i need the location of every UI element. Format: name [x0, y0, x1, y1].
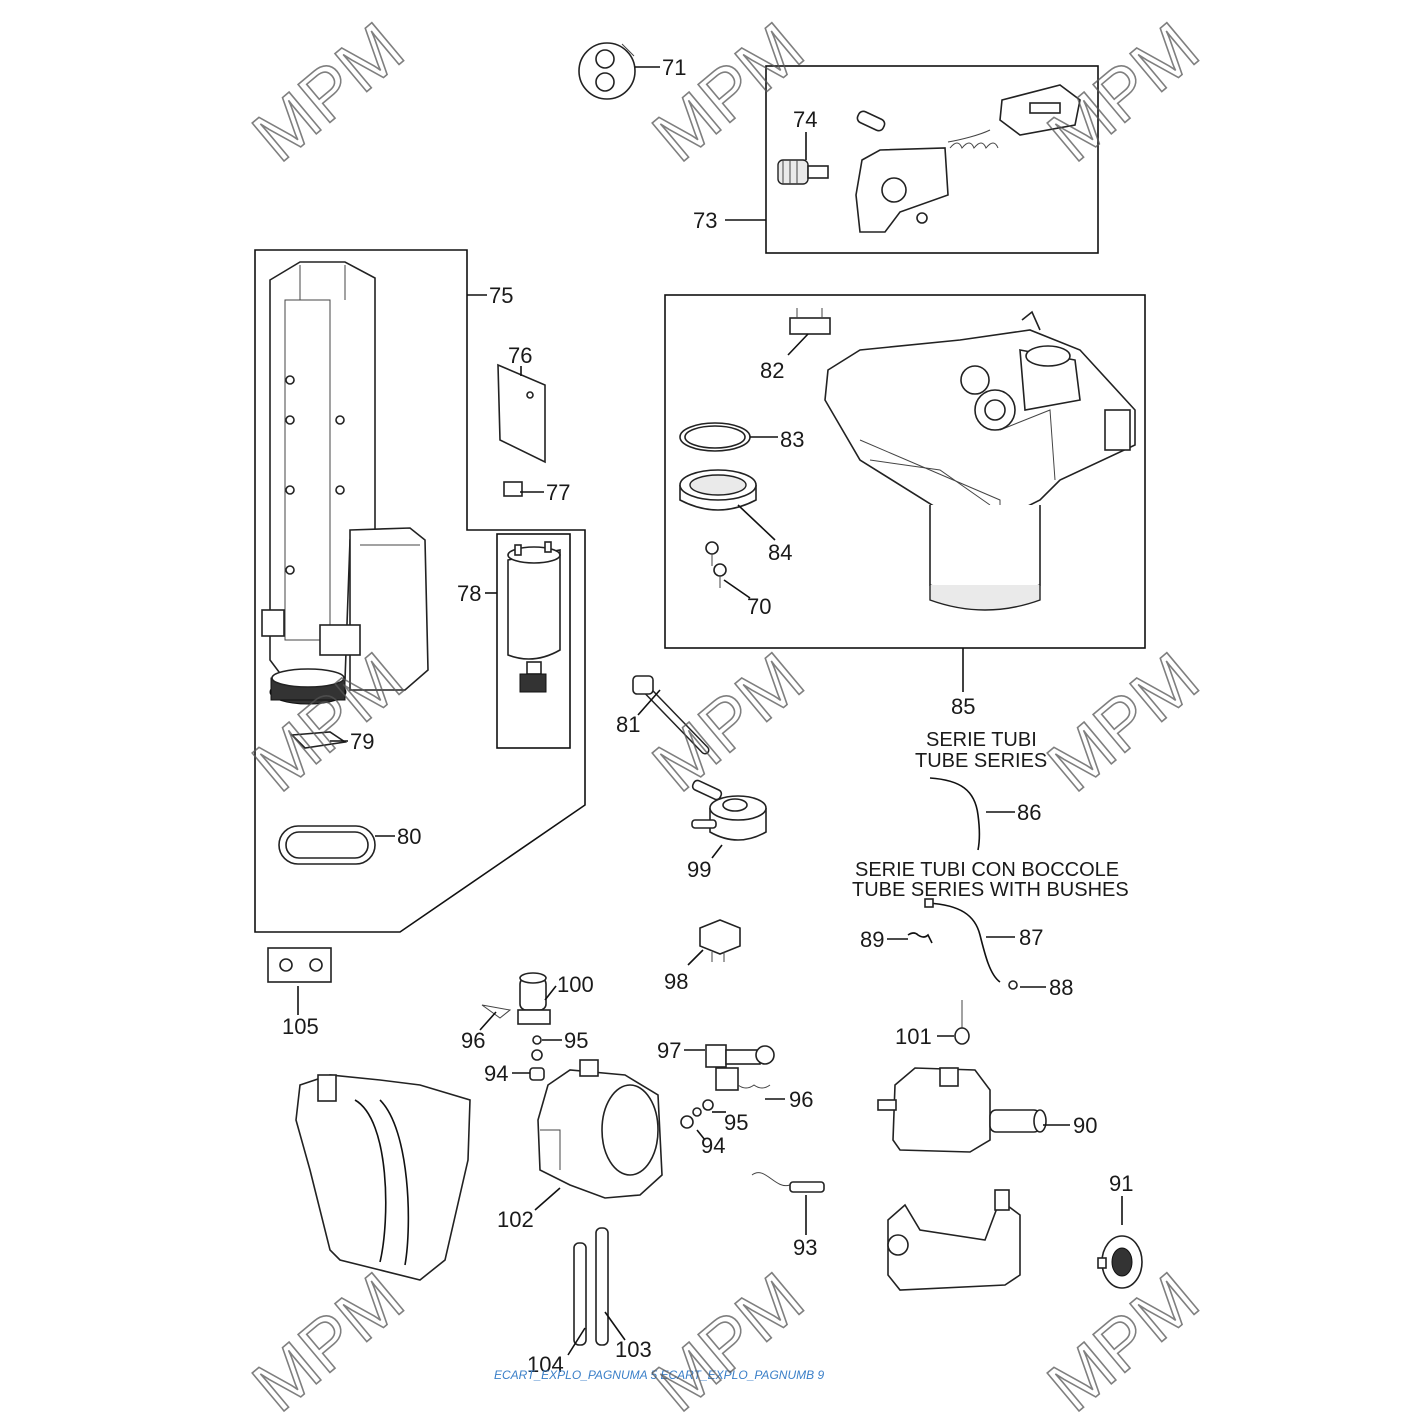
label-part-90: 90: [1073, 1113, 1097, 1138]
part-99-valve: [691, 779, 767, 841]
part-96a-pin: [481, 1004, 512, 1019]
part-90-pump: [877, 1067, 1047, 1153]
part-95-94-seals-right: [680, 1099, 714, 1129]
label-part-73: 73: [693, 208, 717, 233]
label-part-95-right: 95: [724, 1110, 748, 1135]
label-part-96-right: 96: [789, 1087, 813, 1112]
label-part-87: 87: [1019, 925, 1043, 950]
label-part-85: 85: [951, 694, 975, 719]
label-part-76: 76: [508, 343, 532, 368]
label-part-89: 89: [860, 927, 884, 952]
label-part-94-left: 94: [484, 1061, 508, 1086]
part-74-knob: [777, 159, 829, 185]
label-part-93: 93: [793, 1235, 817, 1260]
part-85-brew-unit: [824, 310, 1136, 611]
label-serie-tubi: SERIE TUBI: [926, 729, 1037, 751]
label-part-78: 78: [457, 581, 481, 606]
watermark-mpm: MPM: [238, 1258, 418, 1422]
watermark-mpm: MPM: [1033, 638, 1213, 807]
label-part-94-right: 94: [701, 1133, 725, 1158]
label-part-79: 79: [350, 729, 374, 754]
part-91-knob: [1097, 1235, 1143, 1289]
watermark-mpm: MPM: [638, 638, 818, 807]
part-103-104-tubes: [573, 1227, 609, 1346]
label-part-77: 77: [546, 480, 570, 505]
part-79-clip: [290, 731, 348, 749]
part-95-94-seals-left: [529, 1035, 545, 1081]
part-97-valve: [705, 1044, 775, 1091]
label-part-99: 99: [687, 857, 711, 882]
part-98-clip: [699, 919, 741, 962]
part-73-lever-assembly: [855, 84, 1081, 233]
label-part-70: 70: [747, 594, 771, 619]
label-part-103: 103: [615, 1337, 652, 1362]
label-part-86: 86: [1017, 800, 1041, 825]
part-88-washer: [1008, 980, 1018, 990]
box-motor-78: [496, 533, 571, 749]
footer-page-reference: ECART_EXPLO_PAGNUMA 5 ECART_EXPLO_PAGNUM…: [494, 1368, 824, 1382]
part-70-screws: [705, 541, 727, 588]
label-part-98: 98: [664, 969, 688, 994]
part-tank-holder: [295, 1074, 471, 1281]
label-part-96-left: 96: [461, 1028, 485, 1053]
label-part-100: 100: [557, 972, 594, 997]
part-84-filter: [679, 469, 757, 511]
part-75-grinder-housing: [261, 261, 429, 705]
part-77-clip: [503, 481, 523, 497]
part-93-sensor: [751, 1172, 825, 1193]
part-71-disc: [578, 42, 636, 100]
label-part-80: 80: [397, 824, 421, 849]
label-part-74: 74: [793, 107, 817, 132]
label-part-88: 88: [1049, 975, 1073, 1000]
part-83-oring: [679, 422, 751, 452]
part-76-plate: [497, 363, 546, 464]
label-part-97: 97: [657, 1038, 681, 1063]
part-82-microswitch: [789, 308, 831, 335]
label-part-101: 101: [895, 1024, 932, 1049]
label-part-82: 82: [760, 358, 784, 383]
box-group-75: [254, 249, 586, 933]
label-part-95-left: 95: [564, 1028, 588, 1053]
label-part-105: 105: [282, 1014, 319, 1039]
part-89-clip: [907, 932, 933, 944]
watermark-mpm: MPM: [638, 8, 818, 177]
part-81-pin: [632, 675, 710, 755]
part-100-valve: [517, 972, 551, 1025]
box-group-73: [765, 65, 1099, 254]
label-part-71: 71: [662, 55, 686, 80]
label-part-75: 75: [489, 283, 513, 308]
part-78-motor: [507, 541, 561, 693]
label-tube-series-bushes: TUBE SERIES WITH BUSHES: [852, 879, 1129, 901]
label-serie-tubi-boccole: SERIE TUBI CON BOCCOLE: [855, 859, 1119, 881]
label-part-81: 81: [616, 712, 640, 737]
part-87-tube: [924, 898, 1001, 983]
part-86-tube: [929, 777, 981, 851]
watermark-mpm: MPM: [238, 8, 418, 177]
label-part-104: 104: [527, 1352, 564, 1377]
part-101-sensor: [954, 1000, 970, 1045]
part-105-bracket: [267, 947, 332, 983]
label-part-83: 83: [780, 427, 804, 452]
label-part-84: 84: [768, 540, 792, 565]
label-part-102: 102: [497, 1207, 534, 1232]
label-tube-series: TUBE SERIES: [915, 750, 1047, 772]
part-pump-bracket: [887, 1189, 1021, 1291]
label-part-91: 91: [1109, 1171, 1133, 1196]
watermark-mpm: MPM: [638, 1258, 818, 1422]
watermark-mpm: MPM: [1033, 8, 1213, 177]
box-group-85: [664, 294, 1146, 649]
part-102-boiler: [537, 1059, 663, 1199]
part-80-belt: [278, 825, 376, 865]
